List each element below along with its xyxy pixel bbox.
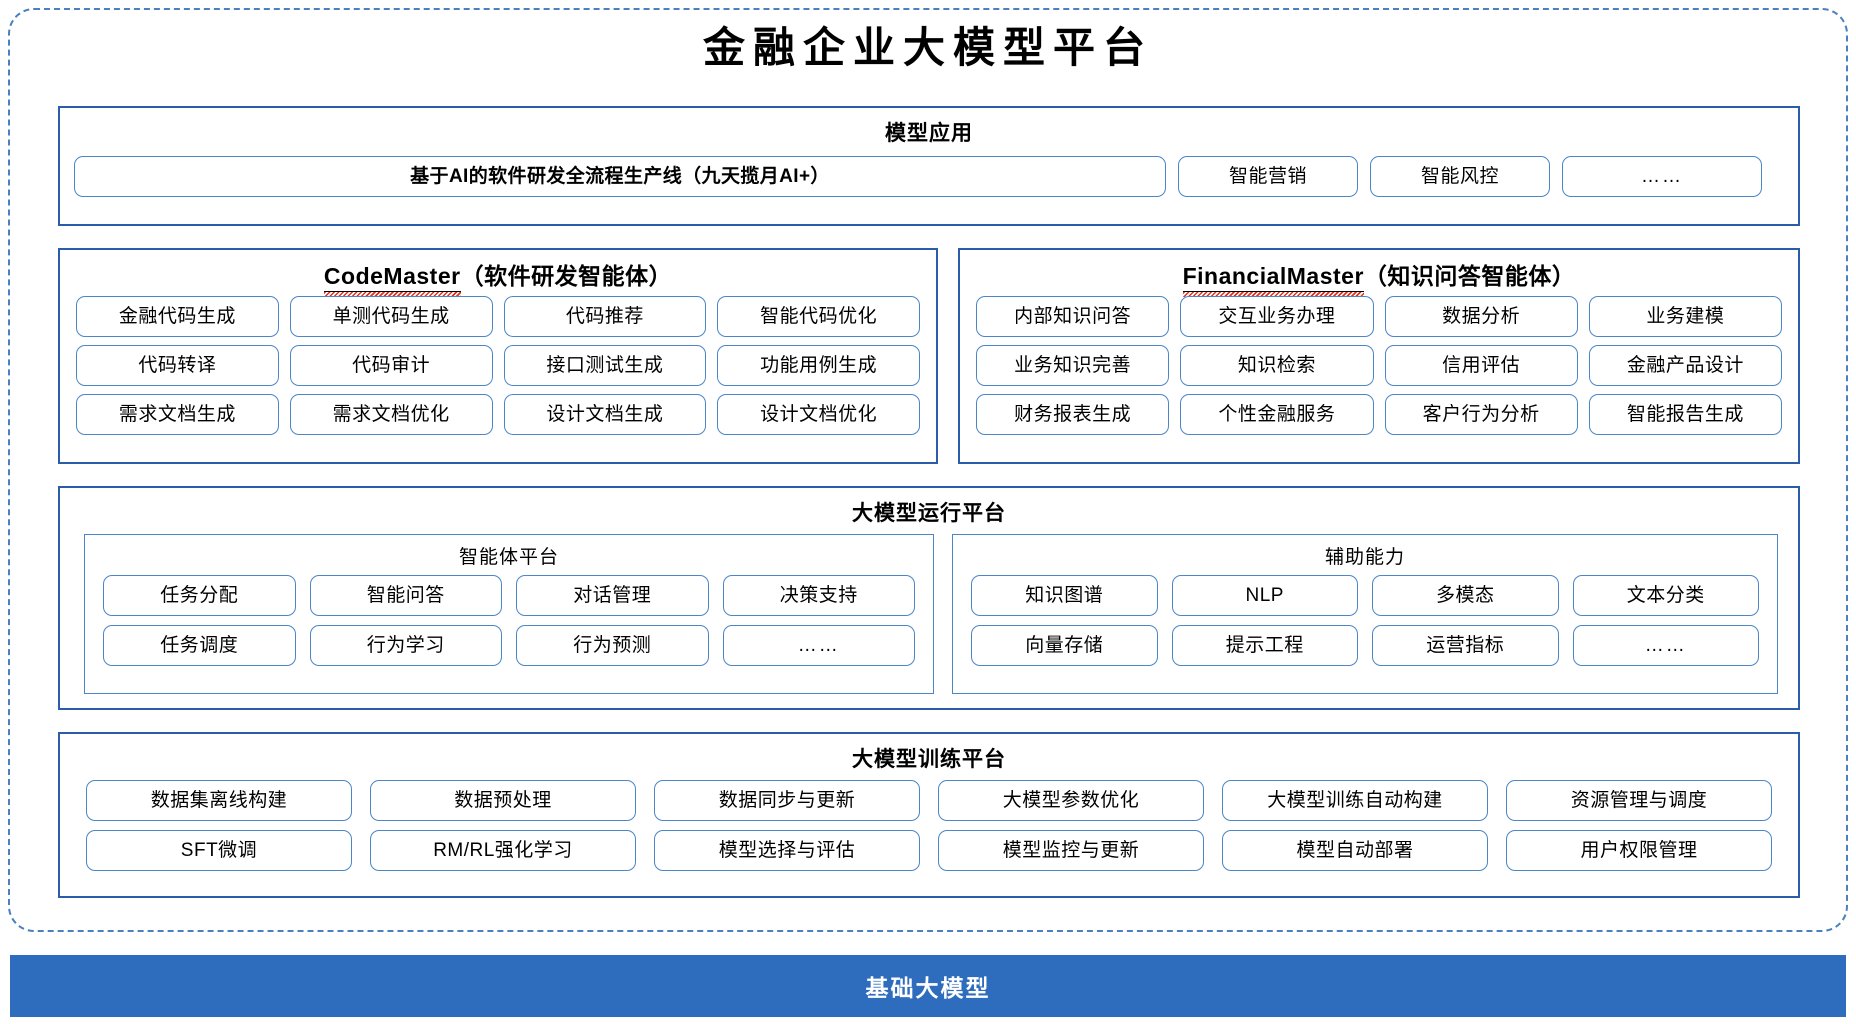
capability-item[interactable]: 需求文档生成	[76, 394, 279, 435]
code-master-capability-grid: 金融代码生成 单测代码生成 代码推荐 智能代码优化 代码转译 代码审计 接口测试…	[76, 296, 920, 435]
capability-item-more[interactable]: ……	[1572, 625, 1759, 666]
capability-item[interactable]: 智能代码优化	[717, 296, 920, 337]
page-title: 金融企业大模型平台	[702, 23, 1153, 72]
capability-item[interactable]: 数据集离线构建	[86, 780, 352, 821]
capability-item[interactable]: 运营指标	[1372, 625, 1559, 666]
capability-item-more[interactable]: ……	[722, 625, 915, 666]
subsection-title-agent-platform: 智能体平台	[458, 547, 559, 568]
capability-item[interactable]: 财务报表生成	[976, 394, 1170, 435]
capability-item[interactable]: 数据分析	[1384, 296, 1578, 337]
section-title-model-application: 模型应用	[885, 122, 973, 145]
capability-item[interactable]: 设计文档优化	[717, 394, 920, 435]
app-item-ai-pipeline[interactable]: 基于AI的软件研发全流程生产线（九天揽月AI+）	[74, 156, 1166, 197]
financial-master-name: FinancialMaster	[1182, 263, 1365, 297]
model-application-item-row: 基于AI的软件研发全流程生产线（九天揽月AI+） 智能营销 智能风控 ……	[74, 156, 1788, 197]
capability-item[interactable]: 对话管理	[516, 575, 709, 616]
capability-item[interactable]: 业务知识完善	[976, 345, 1170, 386]
capability-item[interactable]: 交互业务办理	[1180, 296, 1374, 337]
app-item-smart-risk-control[interactable]: 智能风控	[1370, 156, 1550, 197]
app-item-smart-marketing[interactable]: 智能营销	[1178, 156, 1358, 197]
capability-item[interactable]: 功能用例生成	[717, 345, 920, 386]
training-platform-capability-grid: 数据集离线构建 数据预处理 数据同步与更新 大模型参数优化 大模型训练自动构建 …	[86, 780, 1772, 871]
capability-item[interactable]: 内部知识问答	[976, 296, 1170, 337]
capability-item[interactable]: 知识图谱	[971, 575, 1158, 616]
capability-item[interactable]: 业务建模	[1588, 296, 1782, 337]
capability-item[interactable]: 代码审计	[289, 345, 493, 386]
capability-item[interactable]: 文本分类	[1572, 575, 1759, 616]
section-financial-master: FinancialMaster（知识问答智能体） 内部知识问答 交互业务办理 数…	[958, 248, 1800, 464]
capability-item[interactable]: 行为学习	[309, 625, 502, 666]
capability-item[interactable]: 金融代码生成	[76, 296, 279, 337]
capability-item[interactable]: 模型选择与评估	[654, 830, 920, 871]
capability-item[interactable]: 行为预测	[516, 625, 709, 666]
capability-item[interactable]: 向量存储	[971, 625, 1158, 666]
code-master-subtitle: （软件研发智能体）	[460, 263, 673, 289]
capability-item[interactable]: 信用评估	[1384, 345, 1578, 386]
section-training-platform: 大模型训练平台 数据集离线构建 数据预处理 数据同步与更新 大模型参数优化 大模…	[58, 732, 1800, 898]
capability-item[interactable]: 资源管理与调度	[1506, 780, 1772, 821]
capability-item[interactable]: 接口测试生成	[503, 345, 707, 386]
capability-item[interactable]: 智能报告生成	[1588, 394, 1782, 435]
capability-item[interactable]: 模型自动部署	[1222, 830, 1488, 871]
capability-item[interactable]: 数据同步与更新	[654, 780, 920, 821]
capability-item[interactable]: 模型监控与更新	[938, 830, 1204, 871]
capability-item[interactable]: 数据预处理	[370, 780, 636, 821]
subsection-auxiliary-capability: 辅助能力 知识图谱 NLP 多模态 文本分类 向量存储 提示工程 运营指标 ……	[952, 534, 1778, 694]
section-model-application: 模型应用 基于AI的软件研发全流程生产线（九天揽月AI+） 智能营销 智能风控 …	[58, 106, 1800, 226]
capability-item[interactable]: 多模态	[1372, 575, 1559, 616]
capability-item[interactable]: 单测代码生成	[289, 296, 493, 337]
code-master-name: CodeMaster	[323, 263, 461, 297]
capability-item[interactable]: RM/RL强化学习	[370, 830, 636, 871]
capability-item[interactable]: 客户行为分析	[1384, 394, 1578, 435]
capability-item[interactable]: 大模型参数优化	[938, 780, 1204, 821]
section-runtime-platform: 大模型运行平台 智能体平台 任务分配 智能问答 对话管理 决策支持 任务调度 行…	[58, 486, 1800, 710]
capability-item[interactable]: 大模型训练自动构建	[1222, 780, 1488, 821]
subsection-agent-platform: 智能体平台 任务分配 智能问答 对话管理 决策支持 任务调度 行为学习 行为预测…	[84, 534, 934, 694]
capability-item[interactable]: SFT微调	[86, 830, 352, 871]
section-title-financial-master: FinancialMaster（知识问答智能体）	[960, 257, 1798, 297]
capability-item[interactable]: 代码转译	[76, 345, 279, 386]
capability-item[interactable]: 知识检索	[1180, 345, 1374, 386]
capability-item[interactable]: 设计文档生成	[503, 394, 707, 435]
capability-item[interactable]: 需求文档优化	[289, 394, 493, 435]
capability-item[interactable]: NLP	[1171, 575, 1358, 616]
section-title-runtime-platform: 大模型运行平台	[852, 502, 1006, 525]
capability-item[interactable]: 个性金融服务	[1180, 394, 1374, 435]
section-base-model-bar: 基础大模型	[10, 955, 1846, 1017]
capability-item[interactable]: 决策支持	[722, 575, 915, 616]
subsection-title-auxiliary-capability: 辅助能力	[1324, 547, 1405, 568]
capability-item[interactable]: 任务调度	[103, 625, 296, 666]
section-code-master: CodeMaster（软件研发智能体） 金融代码生成 单测代码生成 代码推荐 智…	[58, 248, 938, 464]
agent-platform-capability-grid: 任务分配 智能问答 对话管理 决策支持 任务调度 行为学习 行为预测 ……	[103, 575, 915, 666]
base-model-label: 基础大模型	[865, 975, 991, 1001]
financial-master-subtitle: （知识问答智能体）	[1363, 263, 1576, 289]
capability-item[interactable]: 任务分配	[103, 575, 296, 616]
capability-item[interactable]: 智能问答	[309, 575, 502, 616]
capability-item[interactable]: 代码推荐	[503, 296, 707, 337]
section-title-training-platform: 大模型训练平台	[852, 748, 1006, 771]
capability-item[interactable]: 用户权限管理	[1506, 830, 1772, 871]
app-item-more[interactable]: ……	[1562, 156, 1762, 197]
financial-master-capability-grid: 内部知识问答 交互业务办理 数据分析 业务建模 业务知识完善 知识检索 信用评估…	[976, 296, 1782, 435]
auxiliary-capability-grid: 知识图谱 NLP 多模态 文本分类 向量存储 提示工程 运营指标 ……	[971, 575, 1759, 666]
capability-item[interactable]: 金融产品设计	[1588, 345, 1782, 386]
section-title-code-master: CodeMaster（软件研发智能体）	[60, 257, 936, 297]
capability-item[interactable]: 提示工程	[1171, 625, 1358, 666]
